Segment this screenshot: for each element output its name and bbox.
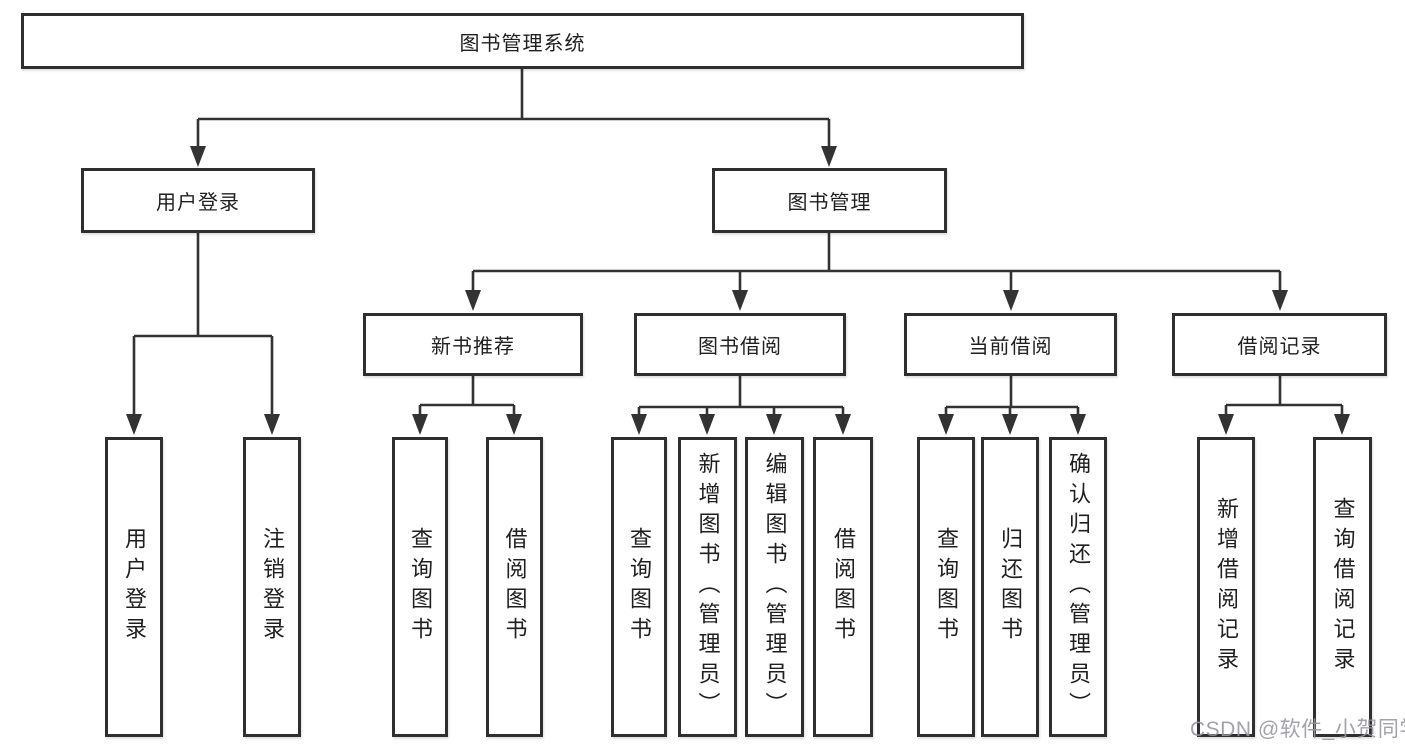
leaf-query-books: 查询图书 [611,437,667,737]
node-user-login: 用户登录 [81,168,315,233]
node-label: 新书推荐 [431,336,515,358]
csdn-watermark: CSDN @软件_小贺同学 [1190,718,1405,741]
leaf-user-login: 用户登录 [105,437,163,737]
leaf-confirm-return-admin: 确认归还（管理员） [1049,437,1107,737]
leaf-label: 查询借阅记录 [1330,497,1356,677]
node-current-borrowing: 当前借阅 [904,313,1117,376]
leaf-add-borrow-record: 新增借阅记录 [1197,437,1255,737]
leaf-query-books: 查询图书 [392,437,448,737]
leaf-label: 用户登录 [122,527,147,647]
leaf-label: 查询图书 [408,527,433,647]
leaf-label: 编辑图书（管理员） [762,452,788,722]
leaf-label: 新增图书（管理员） [695,452,721,722]
leaf-return-books: 归还图书 [981,437,1039,737]
leaf-label: 注销登录 [260,527,285,647]
node-new-book-recommendation: 新书推荐 [363,313,583,376]
leaf-query-books: 查询图书 [917,437,975,737]
leaf-label: 借阅图书 [831,527,856,647]
node-borrowing-records: 借阅记录 [1172,313,1387,376]
node-root-library-management-system: 图书管理系统 [21,13,1024,69]
leaf-add-books-admin: 新增图书（管理员） [678,437,737,737]
node-book-management: 图书管理 [712,168,947,233]
leaf-edit-books-admin: 编辑图书（管理员） [745,437,804,737]
node-label: 图书借阅 [698,336,782,358]
leaf-label: 确认归还（管理员） [1066,452,1091,722]
node-label: 图书管理系统 [459,32,586,55]
leaf-label: 查询图书 [627,527,652,647]
node-label: 借阅记录 [1237,336,1322,358]
leaf-query-borrow-record: 查询借阅记录 [1313,437,1372,737]
leaf-borrow-books: 借阅图书 [486,437,543,737]
leaf-borrow-books: 借阅图书 [813,437,873,737]
leaf-label: 新增借阅记录 [1214,497,1239,677]
leaf-logout: 注销登录 [243,437,301,737]
arrowheads [126,146,1350,435]
node-label: 图书管理 [787,192,872,214]
node-label: 用户登录 [156,192,240,214]
leaf-label: 归还图书 [998,527,1023,647]
node-book-borrowing: 图书借阅 [634,313,846,376]
leaf-label: 借阅图书 [502,527,528,647]
leaf-label: 查询图书 [934,527,959,647]
node-label: 当前借阅 [968,336,1053,358]
